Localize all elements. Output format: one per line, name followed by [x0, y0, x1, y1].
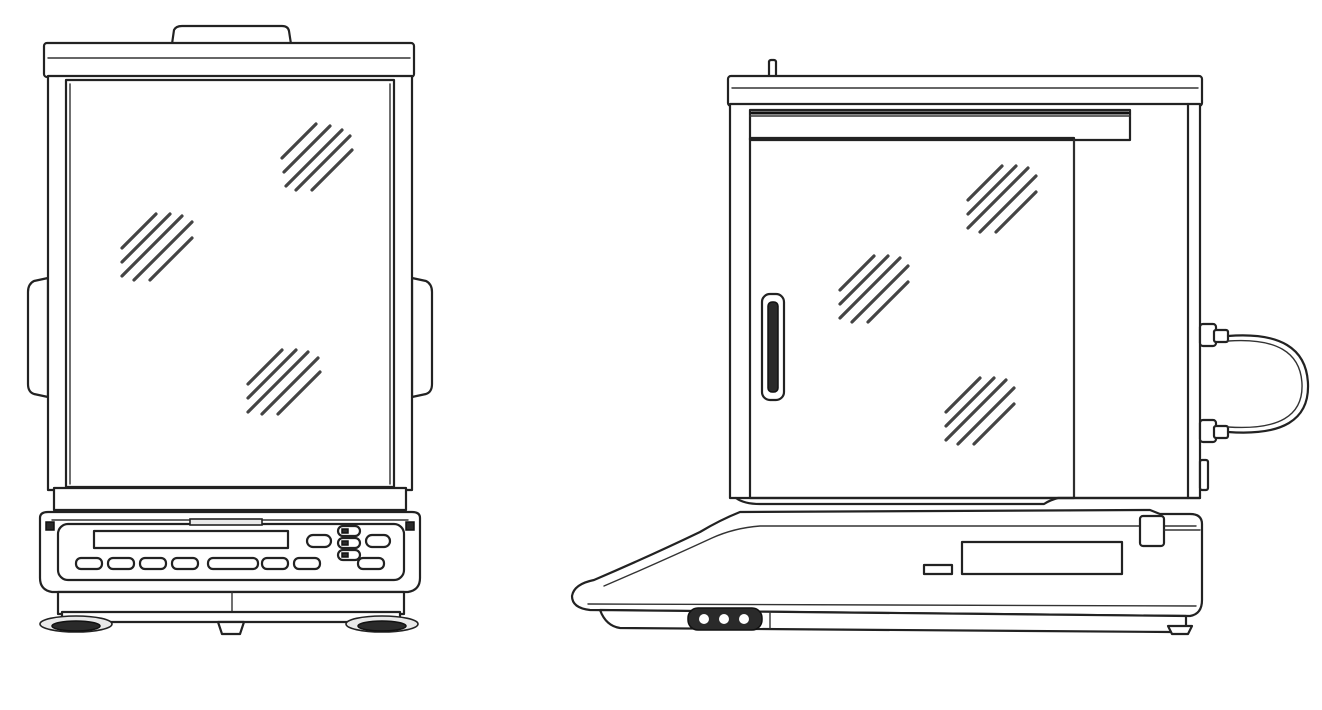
function-keys	[74, 556, 386, 571]
glass-hatch-front-3	[246, 348, 322, 416]
rear-cable	[1198, 322, 1310, 492]
glass-hatch-front-1	[280, 122, 354, 192]
left-knob	[26, 276, 50, 399]
side-chamber	[728, 102, 1202, 500]
side-small-plate	[922, 563, 954, 576]
keypad-cluster	[305, 524, 392, 562]
right-knob	[410, 276, 434, 399]
glass-hatch-side-2	[838, 254, 910, 324]
front-feet	[39, 615, 419, 636]
front-chamber-ledge	[52, 486, 408, 512]
glass-hatch-side-1	[966, 164, 1038, 234]
side-label-plate	[960, 540, 1124, 576]
side-top-cap	[726, 74, 1204, 108]
front-view	[26, 24, 434, 636]
top-rail	[748, 108, 1132, 142]
side-view	[570, 58, 1310, 636]
top-handle	[170, 24, 293, 46]
glass-hatch-front-2	[120, 212, 194, 282]
front-lower-base	[56, 590, 406, 616]
chamber-floor	[734, 496, 1202, 506]
brand-plate	[189, 518, 263, 526]
front-top-cap	[42, 41, 416, 79]
side-feet	[687, 607, 1194, 636]
glass-hatch-side-3	[944, 376, 1016, 446]
front-frame	[46, 74, 414, 492]
display-window	[92, 529, 290, 550]
side-base	[570, 508, 1204, 618]
